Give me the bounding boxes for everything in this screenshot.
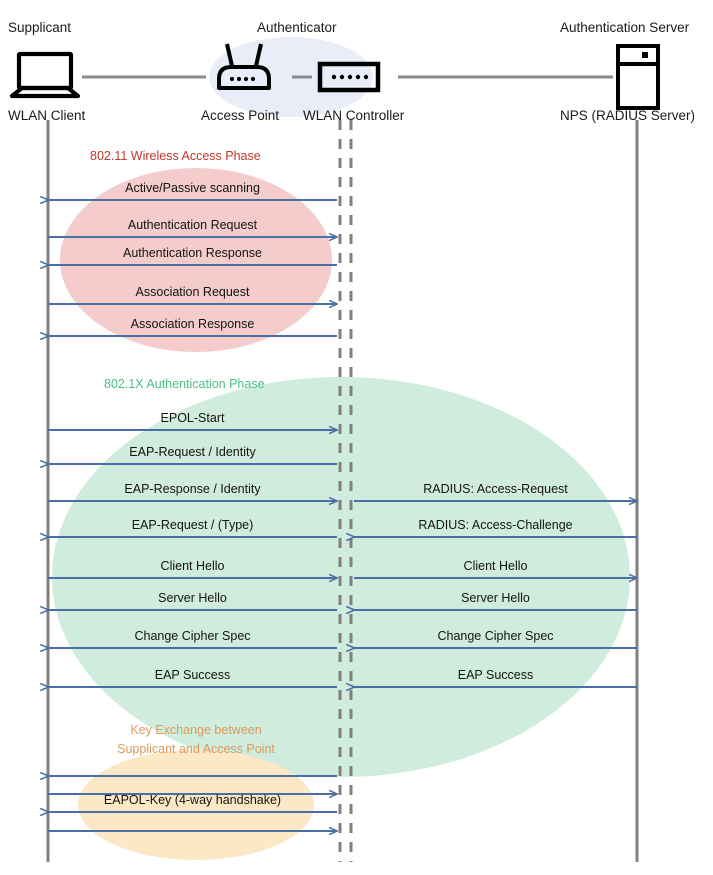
actor-device-wlan-controller: WLAN Controller <box>303 108 405 123</box>
phase-label-key-exchange-line2: Supplicant and Access Point <box>117 742 275 756</box>
message-label-left-change-cipher-spec-11: Change Cipher Spec <box>134 629 251 643</box>
message-label-left-epol-start-5: EPOL-Start <box>160 411 225 425</box>
wlan-controller-icon <box>317 61 381 93</box>
authenticator-group-ellipse <box>209 37 373 117</box>
phase-label-key-exchange-line1: Key Exchange between <box>130 723 262 737</box>
message-label-left-eap-request-identity-6: EAP-Request / Identity <box>129 445 256 459</box>
message-label-left-eap-success-12: EAP Success <box>154 668 231 682</box>
actor-role-supplicant: Supplicant <box>8 20 72 35</box>
message-label-right-server-hello-3: Server Hello <box>461 591 530 605</box>
message-label-left-eap-response-identity-7: EAP-Response / Identity <box>124 482 261 496</box>
actor-device-nps-radius-server: NPS (RADIUS Server) <box>560 108 696 123</box>
message-label-left-authentication-request-1: Authentication Request <box>127 218 258 232</box>
phase-label-dot1x-auth: 802.1X Authentication Phase <box>104 377 265 391</box>
message-label-left-association-response-4: Association Response <box>130 317 255 331</box>
message-label-right-radius-access-request-0: RADIUS: Access-Request <box>423 482 568 496</box>
message-label-left-eapol-key-4-way-handshake-15: EAPOL-Key (4-way handshake) <box>103 793 282 807</box>
message-label-right-client-hello-2: Client Hello <box>463 559 528 573</box>
phase-ellipse-key-exchange <box>78 750 314 860</box>
message-label-left-active-passive-scanning-0: Active/Passive scanning <box>125 181 260 195</box>
message-label-left-association-request-3: Association Request <box>135 285 250 299</box>
actor-role-authenticator: Authenticator <box>257 20 337 35</box>
access-point-icon <box>217 43 271 90</box>
actor-device-access-point: Access Point <box>201 108 280 123</box>
actor-role-authentication-server: Authentication Server <box>560 20 690 35</box>
message-label-right-radius-access-challenge-1: RADIUS: Access-Challenge <box>418 518 573 532</box>
message-label-left-server-hello-10: Server Hello <box>158 591 227 605</box>
message-label-left-client-hello-9: Client Hello <box>160 559 225 573</box>
message-arrows-layer <box>48 200 637 831</box>
message-label-right-change-cipher-spec-4: Change Cipher Spec <box>437 629 554 643</box>
server-icon <box>616 44 660 110</box>
message-label-right-eap-success-5: EAP Success <box>457 668 534 682</box>
actor-device-wlan-client: WLAN Client <box>8 108 86 123</box>
phase-ellipse-wireless-access <box>60 168 332 352</box>
message-label-left-authentication-response-2: Authentication Response <box>123 246 262 260</box>
message-label-left-eap-request-type-8: EAP-Request / (Type) <box>131 518 254 532</box>
phase-label-key-exchange: Key Exchange between Supplicant and Acce… <box>96 721 296 759</box>
laptop-icon <box>9 51 81 99</box>
phase-label-wireless-access: 802.11 Wireless Access Phase <box>90 149 261 163</box>
